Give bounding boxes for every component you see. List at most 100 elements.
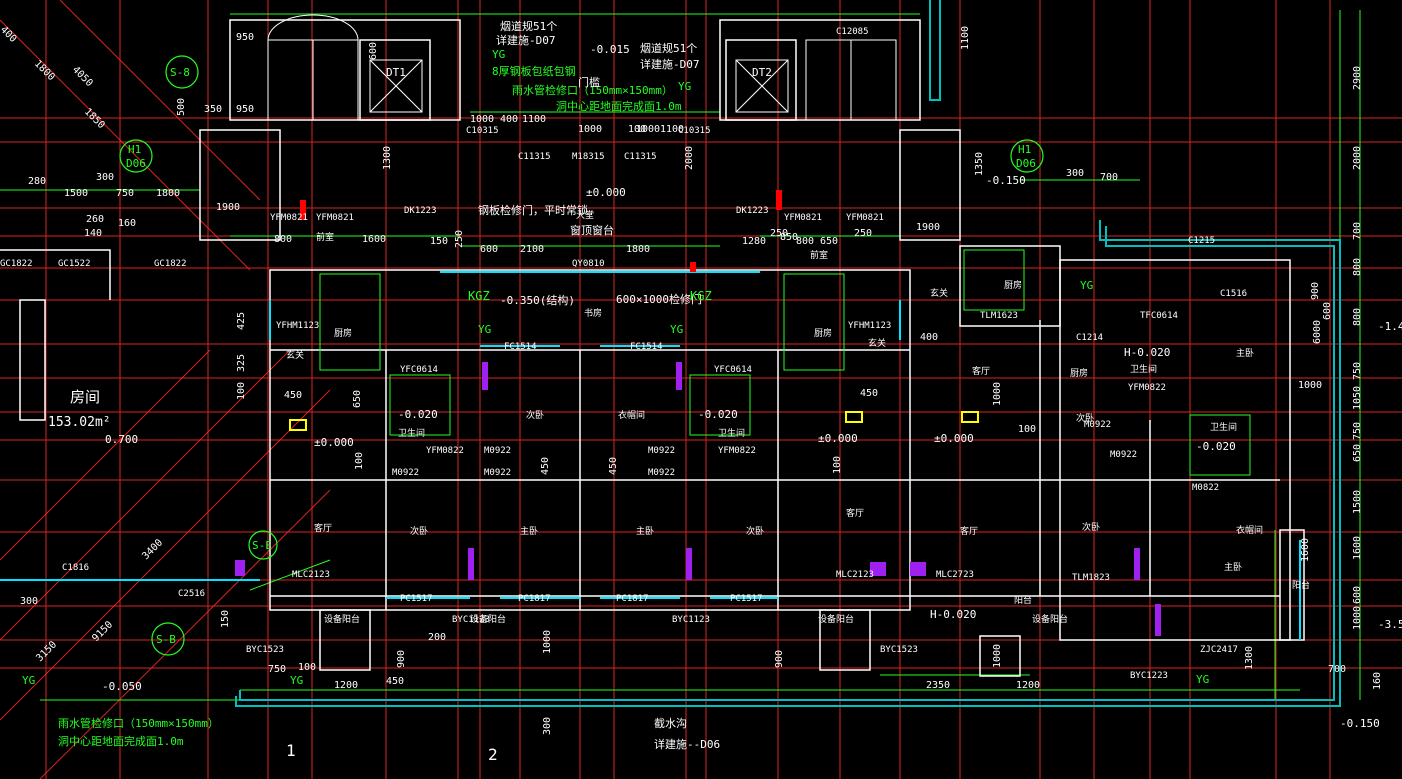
code-c2516: C2516	[178, 589, 205, 599]
axis-label-1: 1	[286, 741, 296, 760]
section-mark-h1-right-sub: D06	[1016, 157, 1036, 170]
code-c11315-a: C11315	[518, 152, 551, 162]
dim-700-c: 700	[1328, 664, 1346, 675]
code-m0922-g: M0922	[1084, 420, 1111, 430]
dim-1000-d: 1000	[1298, 380, 1322, 391]
code-yfm0822-c: YFM0822	[1128, 383, 1166, 393]
room-kitchen-1: 厨房	[334, 327, 352, 339]
code-mlc2123-a: MLC2123	[292, 570, 330, 580]
dim-1900-b: 1900	[916, 222, 940, 233]
note-yg: YG	[492, 48, 505, 61]
section-mark-h1-right: H1	[1018, 143, 1031, 156]
dim-150: 150	[430, 236, 448, 247]
room-label: 房间	[70, 388, 100, 406]
note-steel-door: 钢板检修门，平时常锁。	[478, 203, 599, 217]
ref-d07-a: 详建施-D07	[496, 33, 556, 47]
code-kgz-a: KGZ	[468, 289, 490, 303]
code-tlm1623-a: TLM1623	[980, 311, 1018, 321]
dim-450-b: 450	[860, 388, 878, 399]
dim-800-a: 800	[274, 234, 292, 245]
code-yfm0821-d: YFM0821	[846, 213, 884, 223]
level-room: 0.700	[105, 433, 138, 446]
ref-count-b: 烟道规51个	[640, 41, 697, 55]
room-bath-4: 卫生间	[1130, 363, 1157, 375]
kitchen-counters	[319, 249, 1251, 476]
dim-750-c: 750	[1352, 362, 1363, 380]
code-byc1223: BYC1223	[1130, 671, 1168, 681]
dim-300-b: 300	[20, 596, 38, 607]
room-master-3: 主卧	[1224, 561, 1242, 573]
dim-300-d: 300	[96, 172, 114, 183]
level-top: -0.015	[590, 43, 630, 56]
code-yfm0822-a: YFM0822	[426, 446, 464, 456]
code-yg-g: YG	[1080, 279, 1093, 292]
room-equip-1: 设备阳台	[324, 613, 360, 625]
code-mlc2723: MLC2723	[936, 570, 974, 580]
dim-100-b: 100	[236, 382, 247, 400]
dim-1000-f: 1000	[992, 644, 1003, 668]
dim-1000-a: 1000	[470, 114, 494, 125]
dim-400-c: 400	[920, 332, 938, 343]
dim-1800-c: 1800	[32, 58, 57, 83]
section-markers	[119, 55, 1044, 656]
code-c1516: C1516	[1220, 289, 1247, 299]
code-m0922-c: M0922	[392, 468, 419, 478]
dim-600-b: 600	[480, 244, 498, 255]
elevator-shafts	[369, 59, 789, 113]
dim-4050: 4050	[70, 64, 95, 89]
dim-300-a: 300	[1066, 168, 1084, 179]
room-anteroom-2: 前室	[810, 249, 828, 261]
elevator-dt2: DT2	[752, 66, 772, 79]
room-foyer-3: 玄关	[930, 287, 948, 299]
dim-1600-c: 1600	[1300, 538, 1311, 562]
ref-d07-b: 详建施-D07	[640, 57, 700, 71]
dim-1500: 1500	[64, 188, 88, 199]
dim-2000-b: 2000	[684, 146, 695, 170]
code-m0922-d: M0922	[484, 468, 511, 478]
dim-280: 280	[28, 176, 46, 187]
note-trench-ref: 详建施--D06	[654, 737, 720, 751]
code-yfc0614-b: YFC0614	[714, 365, 752, 375]
room-living-1: 客厅	[314, 522, 332, 534]
room-master-4: 主卧	[1236, 347, 1254, 359]
dim-900-c: 900	[774, 650, 785, 668]
dim-1500-b: 1500	[1352, 490, 1363, 514]
dim-1000-b: 1000	[578, 124, 602, 135]
dim-100-e: 100	[832, 456, 843, 474]
section-mark-s8: S-8	[170, 66, 190, 79]
dim-1050: 1050	[1352, 386, 1363, 410]
dim-1000-e: 1000	[542, 630, 553, 654]
dim-1000-h: 1000	[992, 382, 1003, 406]
site-boundary	[235, 0, 1341, 707]
dim-450-e: 450	[386, 676, 404, 687]
note-trench: 截水沟	[654, 716, 687, 730]
code-c11315-b: C11315	[624, 152, 657, 162]
code-byc1523-b: BYC1523	[880, 645, 918, 655]
code-dk1223-b: DK1223	[736, 206, 769, 216]
code-c10315-b: C10315	[678, 126, 711, 136]
wall-lines	[0, 19, 1305, 677]
red-markers	[300, 190, 782, 272]
code-tlm1823: TLM1823	[1072, 573, 1110, 583]
room-balcony-2: 阳台	[1292, 579, 1310, 591]
stair-symbols	[267, 14, 897, 121]
room-balcony-1: 阳台	[1014, 594, 1032, 606]
room-foyer-2: 玄关	[868, 337, 886, 349]
dim-650: 650	[820, 236, 838, 247]
note-door2: 窗顶窗台	[570, 223, 614, 237]
dim-1850: 1850	[82, 106, 107, 131]
code-yfm0821-b: YFM0821	[316, 213, 354, 223]
code-m0922-f: M0922	[1110, 450, 1137, 460]
dim-300-c: 300	[542, 717, 553, 735]
code-pc1517-b: PC1517	[730, 594, 763, 604]
room-closet-2: 衣帽间	[618, 409, 645, 421]
room-living-4: 客厅	[972, 365, 990, 377]
section-mark-h1-left-sub: D06	[126, 157, 146, 170]
room-study: 书房	[584, 307, 602, 319]
level-bottom-right: -0.150	[1340, 717, 1380, 730]
dim-1350: 1350	[974, 152, 985, 176]
room-second-1: 次卧	[410, 525, 428, 537]
